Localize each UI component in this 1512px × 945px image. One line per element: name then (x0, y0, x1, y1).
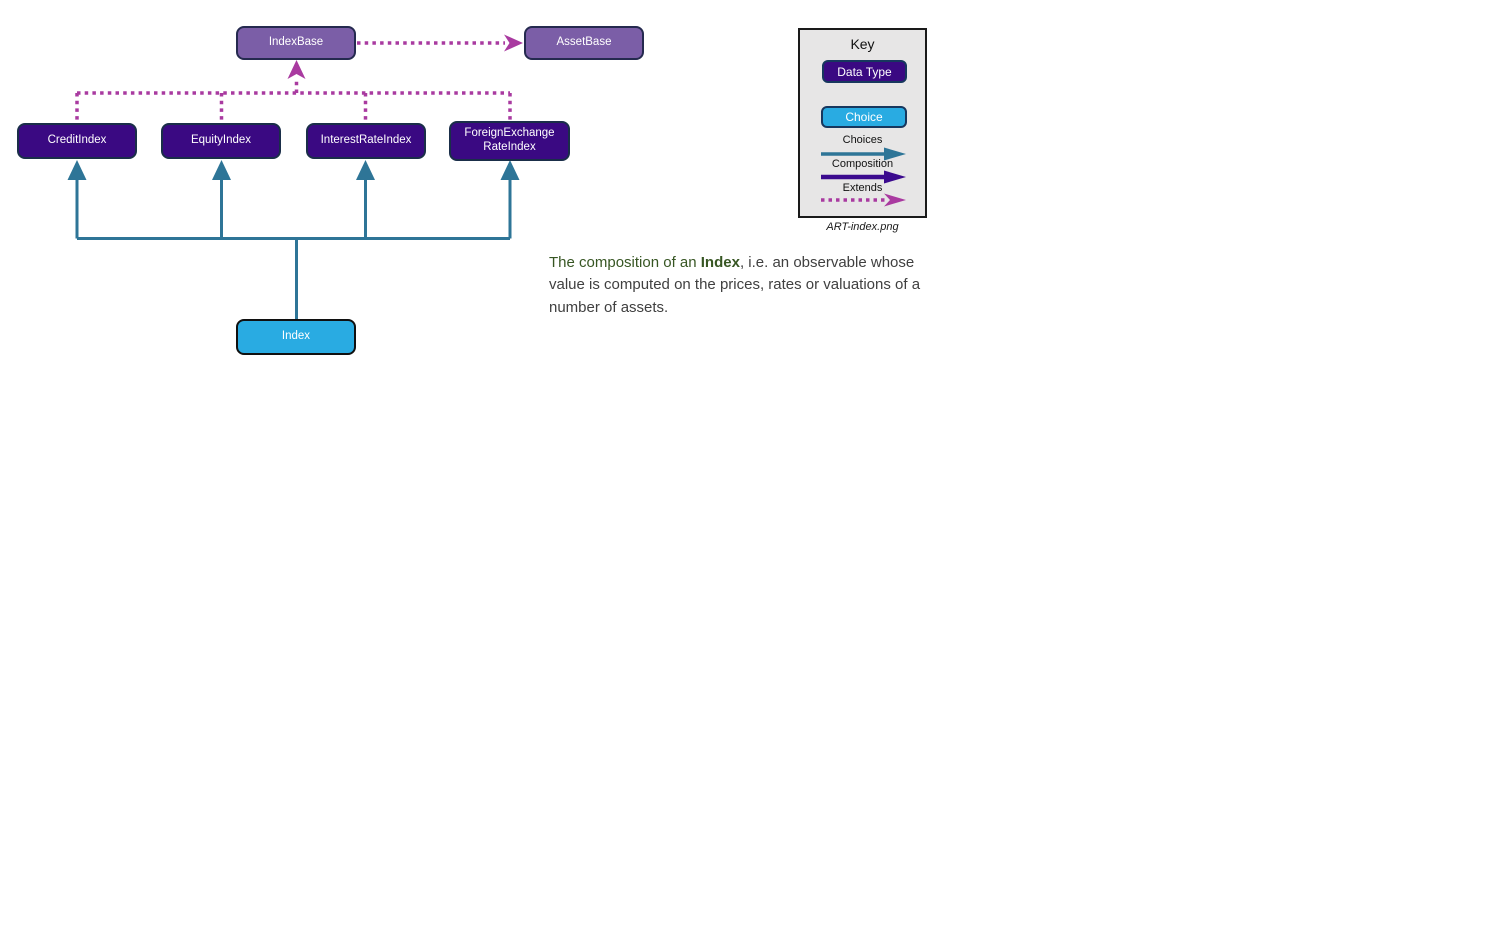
extends-right-arrowhead-icon (504, 34, 523, 52)
key-caption: ART-index.png (826, 221, 899, 233)
extends-arrow-icon (821, 193, 906, 207)
key-data-type-label: Data Type (837, 64, 892, 79)
choices-arrowhead-icon (356, 160, 375, 180)
key-title: Key (850, 36, 875, 52)
node-index: Index (236, 319, 356, 355)
extends-up-arrowhead-icon (287, 60, 306, 79)
choices-arrowhead-icon (500, 160, 520, 180)
key-extends-label: Extends (842, 182, 883, 194)
key-panel: Key Data Type Choice Choices Composition… (798, 28, 927, 218)
choices-connector (67, 160, 520, 319)
extends-connector (75, 34, 523, 122)
node-credit-index: CreditIndex (17, 123, 137, 159)
choices-arrowhead-icon (67, 160, 87, 180)
key-choice-label: Choice (845, 110, 883, 124)
node-interest-rate-index-label: InterestRateIndex (320, 134, 412, 147)
node-equity-index-label: EquityIndex (190, 134, 252, 147)
composition-arrow-icon (821, 170, 906, 184)
key-composition-label: Composition (831, 158, 894, 170)
choices-arrowhead-icon (212, 160, 231, 180)
node-foreign-exchange-rate-index-label: ForeignExchange RateIndex (464, 127, 555, 153)
description-text: The composition of an Index, i.e. an obs… (549, 252, 933, 319)
node-index-base-label: IndexBase (268, 36, 324, 49)
key-choice-sample: Choice (821, 106, 907, 128)
node-interest-rate-index: InterestRateIndex (306, 123, 426, 159)
node-equity-index: EquityIndex (161, 123, 281, 159)
description-term: Index (700, 254, 740, 271)
node-foreign-exchange-rate-index: ForeignExchange RateIndex (449, 121, 570, 161)
choices-lines (75, 178, 512, 319)
node-index-base: IndexBase (236, 26, 356, 60)
node-credit-index-label: CreditIndex (47, 134, 107, 147)
extends-lines (75, 41, 512, 122)
description-lead: The composition of an (549, 254, 701, 271)
node-index-label: Index (281, 330, 311, 343)
node-asset-base: AssetBase (524, 26, 644, 60)
key-data-type-sample: Data Type (822, 60, 907, 83)
description-rest: , i.e. an observable whose value is comp… (549, 254, 921, 316)
key-choices-label: Choices (842, 134, 883, 146)
node-asset-base-label: AssetBase (556, 36, 612, 49)
choices-arrow-icon (821, 147, 906, 161)
diagram-connectors (67, 34, 523, 319)
